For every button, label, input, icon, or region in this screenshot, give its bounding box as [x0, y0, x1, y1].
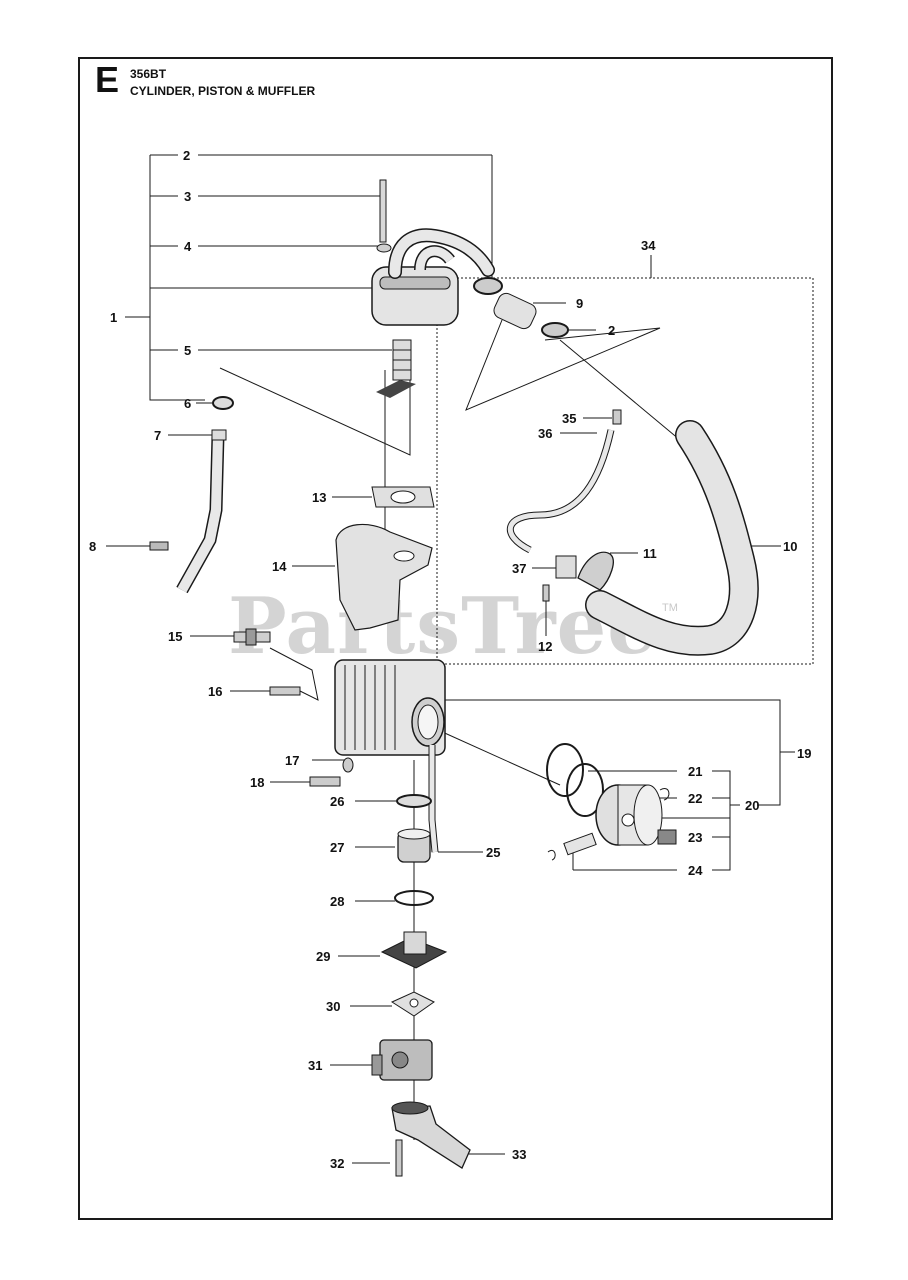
- callout-8: 8: [89, 539, 96, 554]
- model-number: 356BT: [130, 67, 167, 81]
- clamp-ring-28: [394, 890, 434, 906]
- callout-27: 27: [330, 840, 344, 855]
- diagram-frame: [78, 57, 833, 1220]
- muffler: [371, 228, 495, 326]
- diagram-title: CYLINDER, PISTON & MUFFLER: [130, 84, 316, 98]
- callout-26: 26: [330, 794, 344, 809]
- callout-33: 33: [512, 1147, 526, 1162]
- clamp-6: [212, 396, 234, 410]
- callout-18: 18: [250, 775, 264, 790]
- bolt-16: [269, 686, 301, 696]
- piston-pin-24: [547, 832, 597, 861]
- washer-17: [342, 757, 354, 773]
- watermark: PartsTree: [228, 581, 658, 672]
- callout-16: 16: [208, 684, 222, 699]
- callout-3: 3: [184, 189, 191, 204]
- screw-8: [149, 541, 169, 551]
- spark-plug-15: [233, 628, 271, 646]
- washer-4: [376, 243, 392, 253]
- callout-labels: 1 2 3 4 5 6 7 8 9 2 10 11 12 13 14 15 16…: [89, 148, 811, 1171]
- callout-10: 10: [783, 539, 797, 554]
- callout-37: 37: [512, 561, 526, 576]
- callout-20: 20: [745, 798, 759, 813]
- callout-2: 2: [183, 148, 190, 163]
- callout-17: 17: [285, 753, 299, 768]
- screw-32: [395, 1139, 403, 1177]
- bracket-11: [577, 551, 614, 591]
- screw-12: [542, 584, 550, 602]
- gasket-30: [390, 991, 435, 1017]
- callout-9: 9: [576, 296, 583, 311]
- callout-13: 13: [312, 490, 326, 505]
- callout-12: 12: [538, 639, 552, 654]
- cylinder-19: [334, 659, 446, 756]
- callout-2b: 2: [608, 323, 615, 338]
- callout-24: 24: [688, 863, 703, 878]
- bolt-18: [309, 776, 341, 787]
- callout-14: 14: [272, 559, 287, 574]
- spark-screen-5: [376, 339, 416, 398]
- callout-36: 36: [538, 426, 552, 441]
- clip-37: [555, 555, 577, 579]
- callout-7: 7: [154, 428, 161, 443]
- handle-bar-10: [585, 420, 759, 656]
- clamp-26: [396, 794, 432, 808]
- intake-boot-27: [397, 828, 431, 863]
- piston-20: [595, 784, 663, 846]
- callout-4: 4: [184, 239, 192, 254]
- callout-34: 34: [641, 238, 656, 253]
- piston-rings-21: [546, 743, 604, 817]
- callout-15: 15: [168, 629, 182, 644]
- callout-22: 22: [688, 791, 702, 806]
- fitting-35: [612, 409, 622, 425]
- hose-36: [506, 429, 615, 554]
- clamp-2: [473, 277, 569, 338]
- muffler-bolt: [379, 179, 387, 243]
- needle-bearing-23: [657, 829, 677, 845]
- gasket-13: [371, 486, 435, 508]
- callout-28: 28: [330, 894, 344, 909]
- hose-9: [493, 292, 537, 330]
- intake-elbow-33: [391, 1101, 471, 1169]
- callout-29: 29: [316, 949, 330, 964]
- callout-5: 5: [184, 343, 191, 358]
- callout-23: 23: [688, 830, 702, 845]
- watermark-tm: TM: [662, 602, 678, 614]
- heat-shield-14: [335, 523, 433, 631]
- callout-30: 30: [326, 999, 340, 1014]
- circlip-22: [659, 788, 670, 801]
- impulse-hose-25: [428, 745, 439, 853]
- callout-1: 1: [110, 310, 117, 325]
- intake-flange-29: [380, 931, 448, 969]
- callout-19: 19: [797, 746, 811, 761]
- callout-11: 11: [643, 546, 657, 561]
- callout-6: 6: [184, 396, 191, 411]
- callout-32: 32: [330, 1156, 344, 1171]
- leader-lines: [106, 154, 814, 1164]
- callout-21: 21: [688, 764, 702, 779]
- carburetor-31: [371, 1039, 433, 1081]
- section-letter: E: [95, 59, 120, 100]
- callout-35: 35: [562, 411, 576, 426]
- tube-7: [176, 429, 227, 594]
- callout-25: 25: [486, 845, 500, 860]
- callout-31: 31: [308, 1058, 322, 1073]
